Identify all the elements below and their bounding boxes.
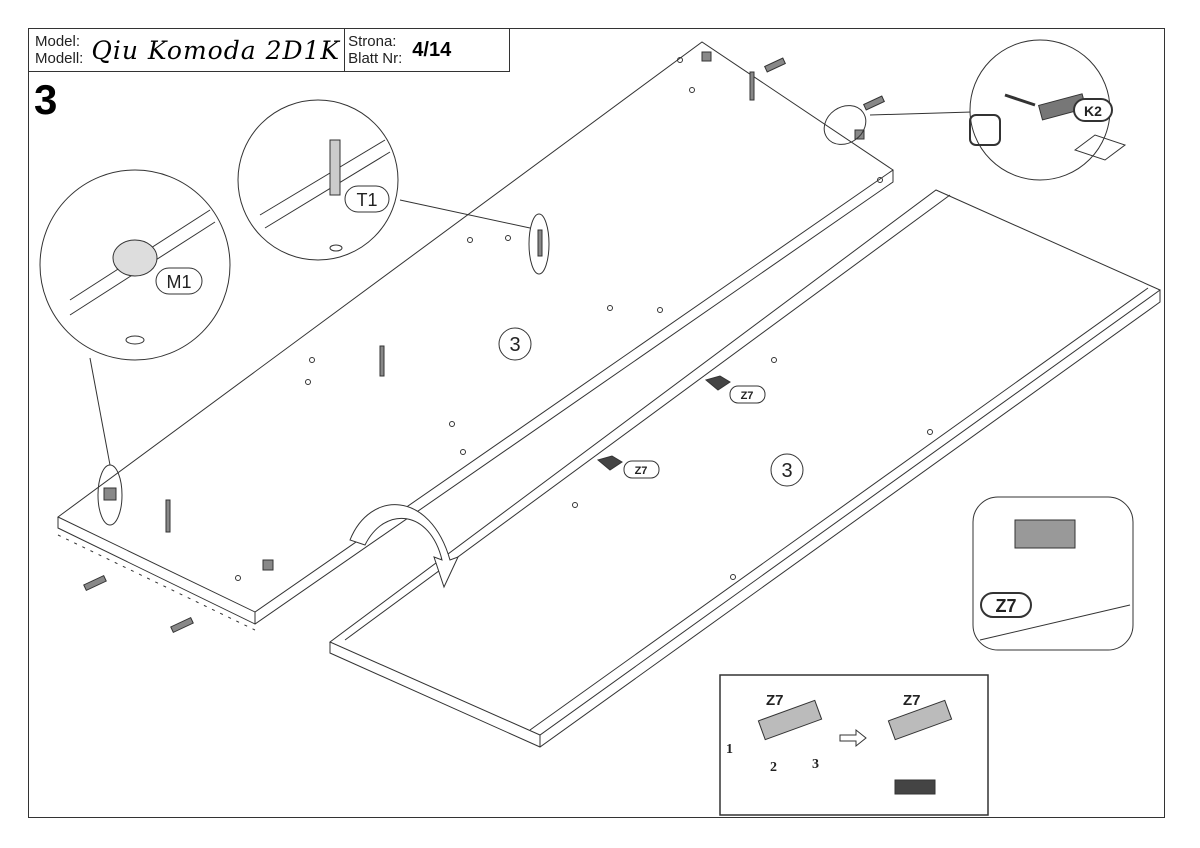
k2-highlight [823, 105, 867, 145]
inset-z7-left: Z7 [766, 692, 784, 709]
t1-label: T1 [356, 190, 377, 210]
model-name: Qiu Komoda 2D1K [91, 35, 341, 65]
panel-top [57, 41, 894, 625]
z7-label-a: Z7 [741, 390, 754, 402]
inset-step-2: 2 [770, 760, 777, 775]
flip-arrow [349, 504, 459, 589]
model-label: Model: [35, 33, 81, 50]
panel-bottom [329, 189, 1161, 748]
inset-z7-right: Z7 [903, 692, 921, 709]
k2-detail-circle [969, 39, 1127, 181]
z7-detail-label: Z7 [995, 596, 1016, 616]
m1-label: M1 [166, 272, 191, 292]
page-frame [28, 28, 1165, 818]
modell-label: Modell: [35, 50, 84, 67]
title-block: Model: Modell: Qiu Komoda 2D1K Strona: B… [28, 28, 510, 72]
page-number: 4/14 [412, 38, 452, 61]
step-number: 3 [34, 76, 58, 123]
z7-inset-box [719, 674, 989, 816]
inset-step-1: 1 [726, 742, 733, 757]
k2-label: K2 [1084, 103, 1102, 119]
t1-detail-circle [237, 99, 399, 261]
fittings [83, 51, 885, 634]
holes [235, 57, 933, 581]
t1-highlight [528, 213, 550, 275]
panel-number-bottom: 3 [781, 460, 792, 482]
panel-number-top: 3 [509, 334, 520, 356]
inset-step-3: 3 [812, 757, 819, 772]
blatt-label: Blatt Nr: [348, 50, 403, 67]
z7-label-b: Z7 [635, 465, 648, 477]
z7-detail-box [972, 496, 1134, 651]
m1-detail-circle [39, 169, 231, 361]
strona-label: Strona: [348, 33, 397, 50]
edge-holes [57, 534, 256, 631]
